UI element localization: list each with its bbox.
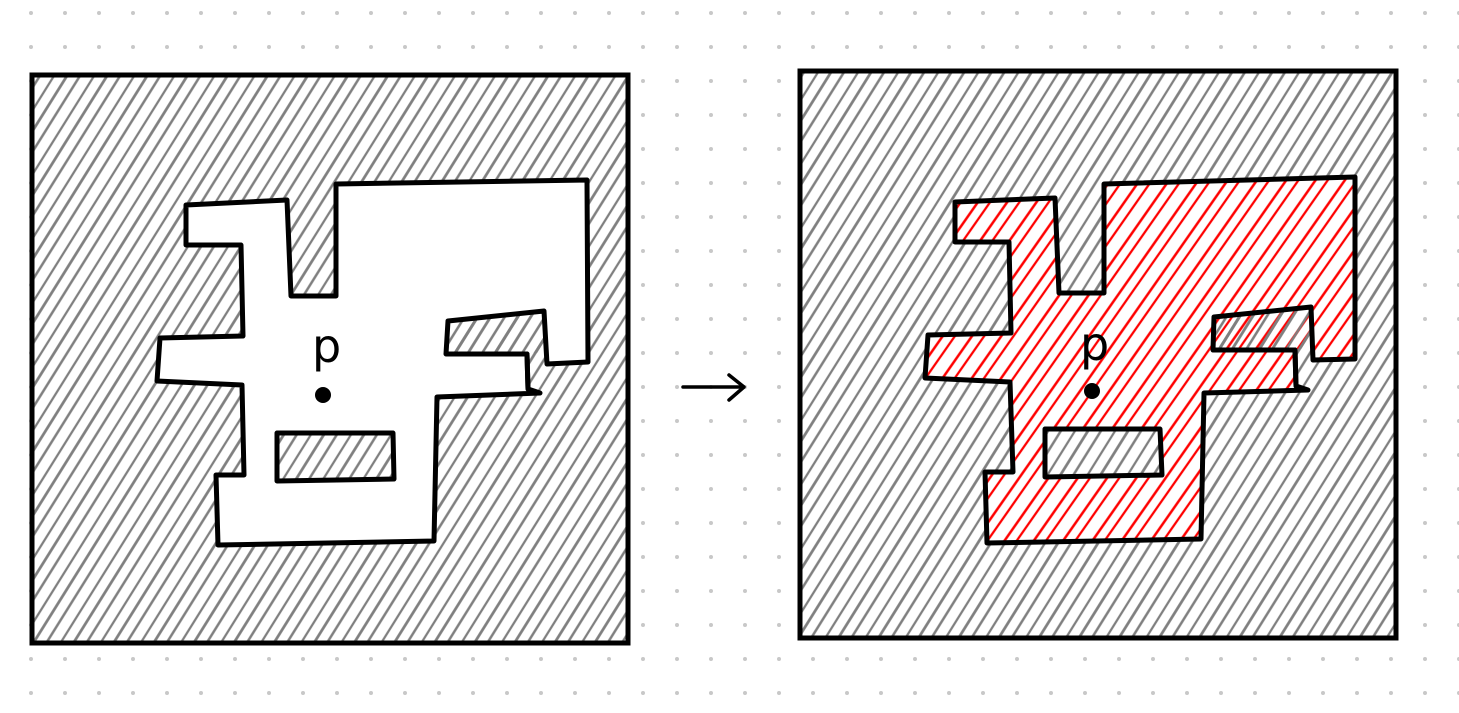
obstacle-outline bbox=[274, 430, 397, 484]
obstacle-outline bbox=[1042, 426, 1165, 480]
point-label: p bbox=[1080, 317, 1109, 371]
after-panel: p bbox=[797, 68, 1399, 641]
filled-region-hatching bbox=[925, 177, 1355, 543]
obstacle-hatching bbox=[277, 433, 394, 481]
wall-hatching bbox=[32, 75, 628, 643]
point-dot-icon bbox=[315, 387, 331, 403]
obstacle-hatching bbox=[446, 311, 546, 354]
point-label: p bbox=[312, 319, 341, 373]
obstacle-hatching bbox=[1045, 429, 1162, 477]
obstacle-outline bbox=[446, 351, 531, 390]
right-arrow-icon bbox=[681, 373, 746, 402]
region-outline bbox=[922, 174, 1358, 546]
after-panel-frame bbox=[797, 68, 1399, 641]
before-panel: p bbox=[29, 72, 631, 646]
point-dot-icon bbox=[1084, 383, 1100, 399]
before-panel-frame bbox=[29, 72, 631, 646]
obstacle-hatching bbox=[1213, 307, 1313, 350]
region-outline bbox=[154, 177, 591, 548]
obstacle-outline bbox=[1213, 347, 1299, 387]
wall-hatching bbox=[800, 71, 1396, 638]
